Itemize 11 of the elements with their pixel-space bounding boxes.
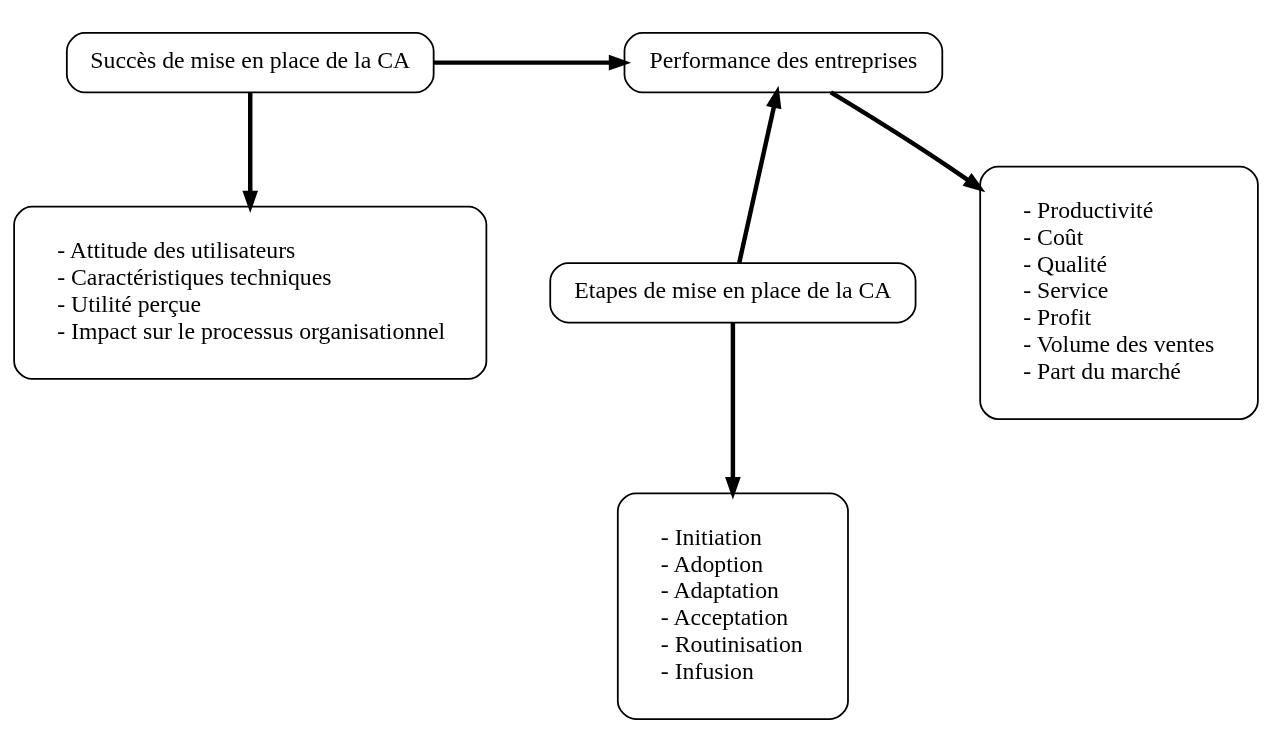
node-box: - Attitude des utilisateurs - Caractéristiques techniques - Utilité perçue - Impact sur le processus organisationnel	[13, 205, 488, 380]
arrow	[725, 322, 741, 500]
node-box: Succès de mise en place de la CA	[65, 32, 435, 94]
node-box: Etapes de mise en place de la CA	[549, 262, 917, 324]
arrow	[737, 85, 782, 264]
node-box: - Initiation - Adoption - Adaptation - Acceptation - Routinisation - Infusion	[616, 492, 849, 720]
arrow	[434, 54, 632, 71]
node-box: Performance des entreprises	[623, 32, 944, 94]
arrow	[829, 90, 986, 193]
arrow	[242, 92, 259, 213]
node-box: - Productivité - Coût - Qualité - Service - Profit - Volume des ventes - Part du marché	[979, 165, 1259, 420]
